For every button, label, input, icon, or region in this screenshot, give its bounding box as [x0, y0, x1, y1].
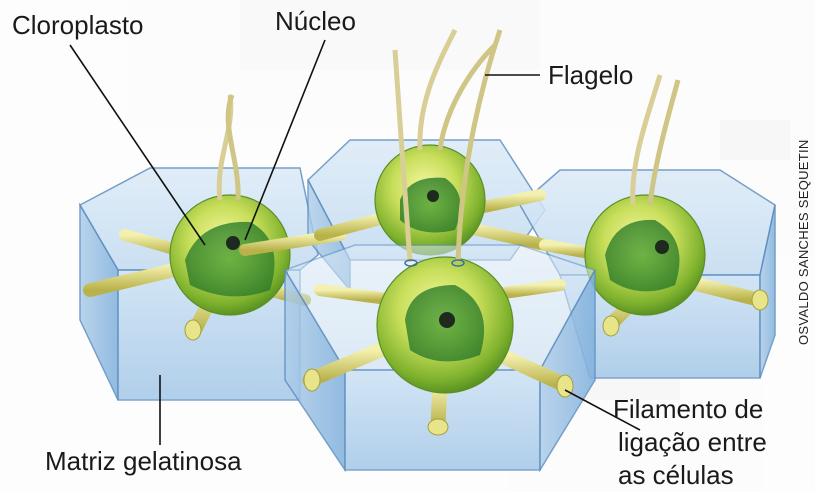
label-filament-line2: ligação entre: [618, 427, 767, 457]
photo-credit: OSVALDO SANCHES SEQUETIN: [796, 139, 811, 345]
label-chloroplast: Cloroplasto: [12, 10, 144, 40]
label-nucleus: Núcleo: [275, 6, 356, 36]
label-filament-line3: as células: [618, 460, 734, 490]
label-flagellum: Flagelo: [548, 60, 633, 90]
label-filament-line1: Filamento de: [613, 394, 763, 424]
label-matrix: Matriz gelatinosa: [45, 446, 242, 476]
